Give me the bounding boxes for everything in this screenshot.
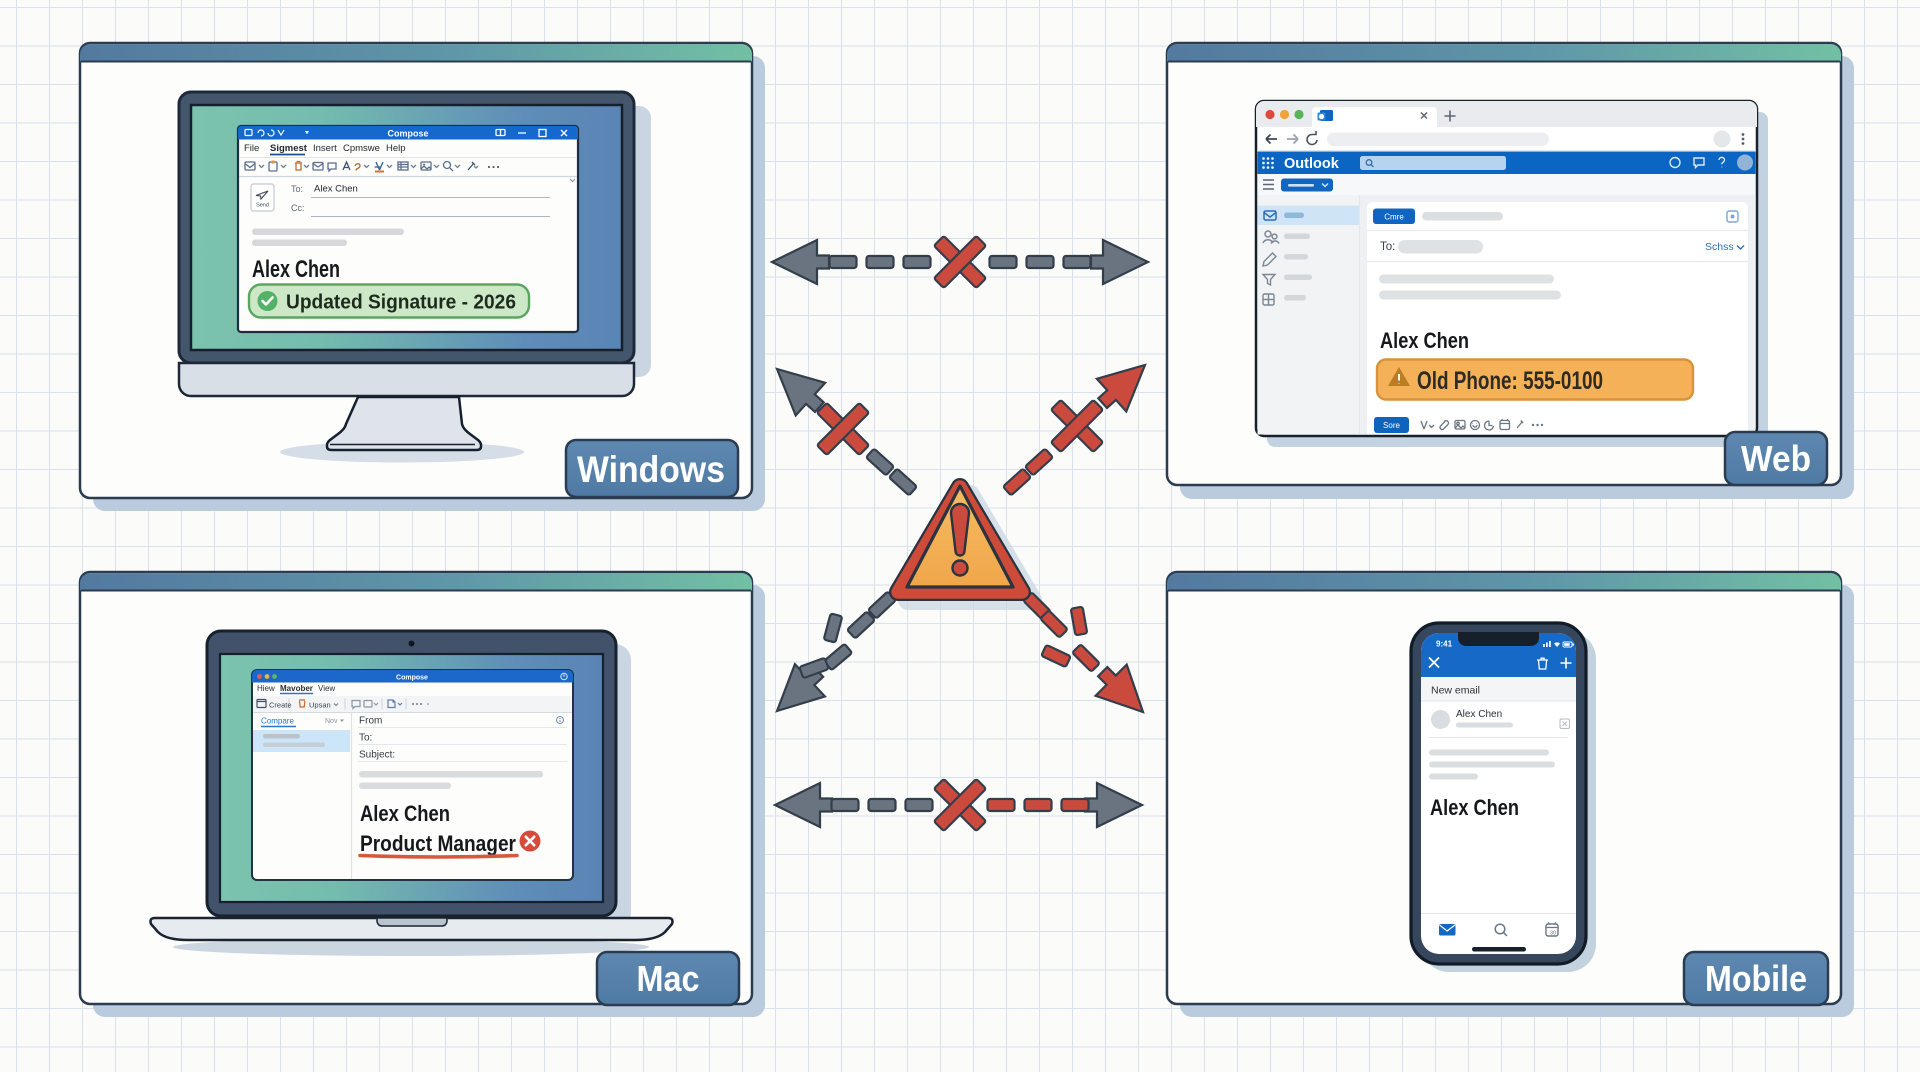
svg-text:Create: Create (269, 701, 292, 710)
svg-text:30: 30 (1550, 931, 1556, 937)
svg-text:Send: Send (256, 203, 269, 209)
svg-text:Alex Chen: Alex Chen (1456, 709, 1502, 720)
svg-text:Alex Chen: Alex Chen (360, 801, 450, 826)
svg-text:Old Phone: 555-0100: Old Phone: 555-0100 (1417, 367, 1603, 395)
svg-text:To:: To: (1380, 241, 1395, 253)
svg-text:Alex Chen: Alex Chen (314, 184, 358, 195)
svg-text:Product Manager: Product Manager (360, 831, 516, 856)
svg-text:Windows: Windows (577, 449, 725, 490)
svg-text:Cpmswe: Cpmswe (343, 143, 380, 154)
svg-text:Nov: Nov (325, 718, 338, 725)
svg-text:Alex Chen: Alex Chen (1430, 795, 1519, 820)
svg-text:Mobile: Mobile (1705, 958, 1807, 999)
svg-text:Mavober: Mavober (280, 684, 313, 693)
svg-text:Compose: Compose (387, 129, 428, 139)
svg-text:Alex Chen: Alex Chen (1380, 328, 1469, 353)
svg-text:Mac: Mac (637, 958, 700, 999)
svg-text:Help: Help (386, 143, 406, 154)
svg-text:Compose: Compose (396, 675, 428, 682)
svg-text:New email: New email (1431, 685, 1480, 697)
svg-text:Updated Signature - 2026: Updated Signature - 2026 (286, 292, 516, 314)
svg-text:Alex Chen: Alex Chen (252, 256, 340, 283)
svg-text:View: View (318, 684, 335, 693)
svg-text:Subject:: Subject: (359, 750, 395, 761)
svg-text:Cc:: Cc: (291, 203, 305, 213)
svg-text:File: File (244, 143, 259, 154)
svg-text:Insert: Insert (313, 143, 337, 154)
svg-text:Hiew: Hiew (257, 684, 275, 693)
svg-text:From: From (359, 716, 382, 727)
svg-text:Web: Web (1741, 438, 1811, 479)
svg-text:Compare: Compare (261, 717, 294, 726)
svg-text:Upsan: Upsan (309, 701, 331, 710)
svg-text:Cmre: Cmre (1384, 213, 1404, 222)
svg-text:To:: To: (359, 733, 372, 744)
svg-text:Sigmest: Sigmest (270, 143, 308, 154)
svg-text:Schss: Schss (1705, 241, 1734, 253)
svg-text:To:: To: (291, 184, 303, 194)
svg-text:Sore: Sore (1383, 421, 1400, 430)
svg-text:9:41: 9:41 (1436, 640, 1453, 649)
svg-text:Outlook: Outlook (1284, 156, 1340, 172)
